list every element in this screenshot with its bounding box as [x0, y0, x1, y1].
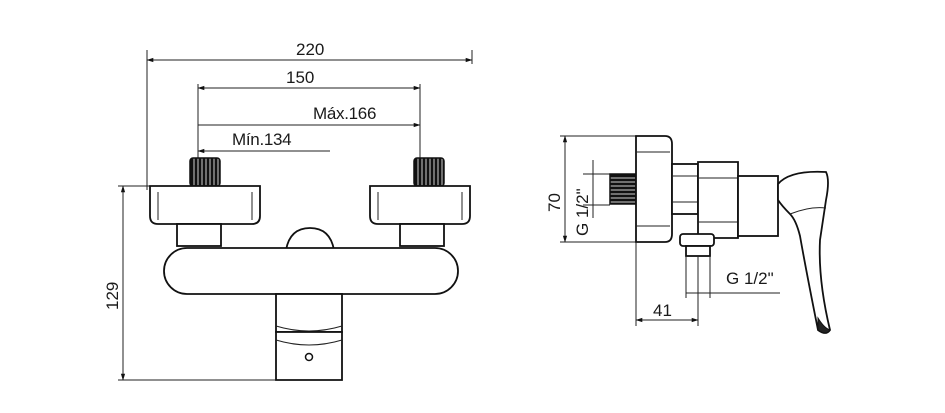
- side-outlet-collar: [679, 233, 715, 247]
- indicator-dot: [304, 352, 314, 362]
- dim-height-label: 129: [103, 282, 122, 310]
- dim-max-label: Máx.166: [313, 104, 376, 123]
- thread-outlet-dimension: G 1/2": [685, 256, 780, 298]
- dimension-max: Máx.166: [198, 104, 421, 128]
- right-eccentric-cap: [369, 185, 471, 225]
- side-neck: [737, 175, 779, 237]
- dimension-min: Mín.134: [197, 130, 330, 154]
- right-inlet-thread: [413, 157, 445, 187]
- dimension-150: 150: [197, 68, 421, 160]
- dimension-70: 70: [545, 135, 640, 243]
- side-hex-nut: [671, 163, 699, 215]
- cartridge-housing: [275, 293, 343, 333]
- dimension-129: 129: [103, 185, 276, 381]
- side-view: 70 G 1/2": [545, 135, 831, 334]
- side-body-block: [635, 135, 673, 243]
- dim-width-label: 220: [296, 40, 324, 59]
- body-top-dome: [284, 227, 336, 251]
- dimension-41: 41: [635, 242, 699, 326]
- thread-inlet-dimension: G 1/2": [573, 160, 610, 236]
- left-eccentric-cap: [149, 185, 261, 225]
- front-view: 220 150 Máx.166 Mín.134 129: [103, 40, 473, 381]
- left-nut: [176, 223, 222, 247]
- side-cartridge: [697, 161, 739, 239]
- side-outlet-spout: [685, 245, 711, 257]
- side-inlet-thread: [609, 173, 637, 205]
- dim-min-label: Mín.134: [232, 130, 291, 149]
- dim-offset-label: 41: [653, 301, 672, 320]
- right-nut: [399, 223, 445, 247]
- thread-inlet-label: G 1/2": [573, 188, 592, 236]
- left-inlet-thread: [189, 157, 221, 187]
- dim-depth-label: 70: [545, 193, 564, 212]
- thread-outlet-label: G 1/2": [726, 269, 774, 288]
- mixer-body: [163, 247, 459, 295]
- dimension-220: 220: [146, 40, 473, 190]
- dim-centers-label: 150: [286, 68, 314, 87]
- side-lever: [777, 170, 831, 334]
